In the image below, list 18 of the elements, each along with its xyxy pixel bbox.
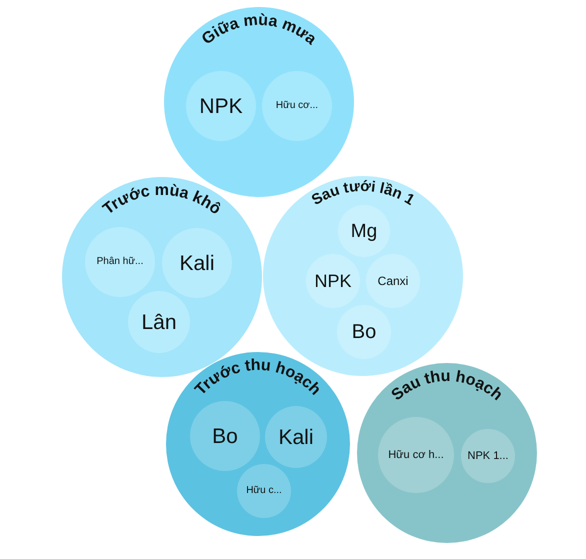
item-label: Bo (212, 426, 238, 446)
item-label: Phân hữ... (96, 257, 144, 267)
category-title: Trước mùa khô (100, 182, 224, 218)
item-label: Kali (278, 426, 314, 448)
item-label: Lân (141, 312, 177, 332)
item-label: Mg (350, 222, 378, 240)
item-label: NPK 1... (468, 450, 508, 462)
item-bubble (237, 464, 291, 518)
item-label: Hữu cơ... (276, 101, 318, 111)
item-label: NPK (199, 96, 243, 116)
item-label: NPK (314, 272, 352, 290)
item-label: Hữu c... (246, 486, 282, 496)
item-label: Hữu cơ h... (388, 450, 444, 460)
category-title: Giữa mùa mưa (198, 12, 320, 48)
item-label: Canxi (378, 275, 408, 287)
item-label: Kali (179, 252, 215, 274)
category-title: Sau tưới lần 1 (308, 178, 418, 209)
item-label: Bo (352, 322, 376, 342)
